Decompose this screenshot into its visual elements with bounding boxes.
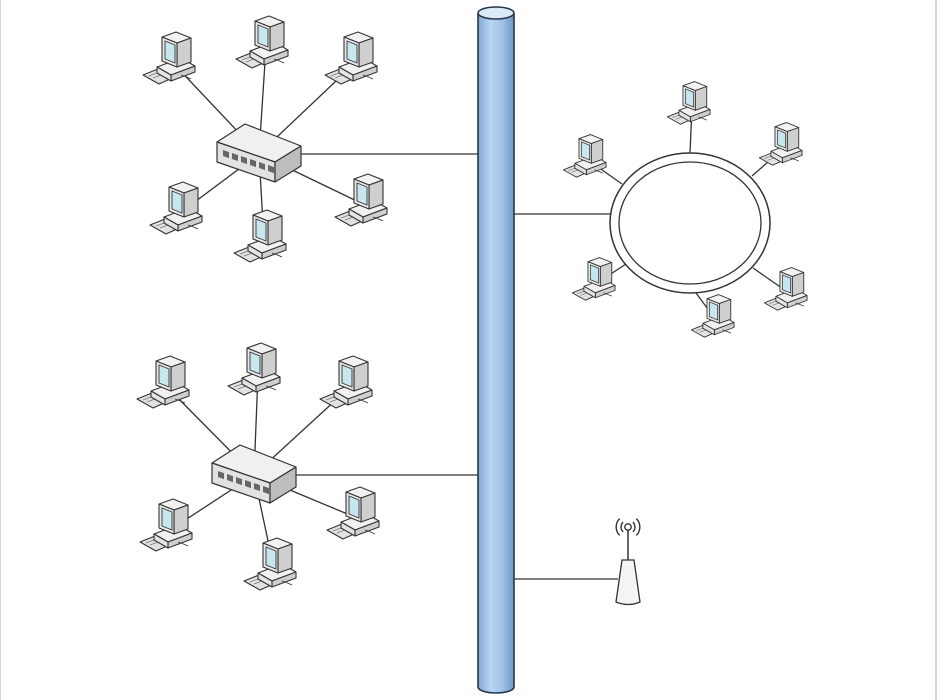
signal-arc-outer-left (615, 518, 621, 536)
star-1-hub (216, 123, 302, 183)
signal-arc-inner-right (632, 521, 636, 533)
star-1-workstation-2 (235, 15, 289, 69)
backbone-layer (477, 6, 515, 694)
star-2-workstation-2 (227, 342, 281, 396)
star-2-workstation-6 (326, 486, 380, 540)
left-border (0, 0, 1, 700)
star-1-workstation-4 (149, 181, 203, 235)
signal-arc-inner-left (620, 521, 624, 533)
backbone-pipe-top-end (477, 6, 515, 20)
star-2-workstation-1 (136, 355, 190, 409)
ring-inner (618, 161, 762, 285)
antenna-tower (615, 518, 641, 606)
ring-1-workstation-2 (666, 81, 711, 125)
ring-1-workstation-4 (763, 267, 808, 311)
backbone-pipe-body (478, 13, 514, 687)
ring-1-workstation-5 (690, 294, 735, 338)
star-1-workstation-5 (233, 209, 287, 263)
star-1-workstation-6 (334, 173, 388, 227)
star-1-workstation-3 (324, 31, 378, 85)
nodes-layer (136, 15, 808, 606)
right-border (935, 0, 937, 700)
ring-1-workstation-1 (562, 134, 607, 178)
signal-arc-outer-right (635, 518, 641, 536)
star-2-hub (211, 444, 297, 504)
ring-1-workstation-6 (571, 257, 616, 301)
ring-1-workstation-3 (758, 122, 803, 166)
star-1-workstation-1 (142, 31, 196, 85)
backbone-pipe-bottom-end (477, 686, 515, 694)
star-2-workstation-4 (139, 498, 193, 552)
star-2-workstation-5 (243, 537, 297, 591)
star-2-workstation-3 (319, 355, 373, 409)
